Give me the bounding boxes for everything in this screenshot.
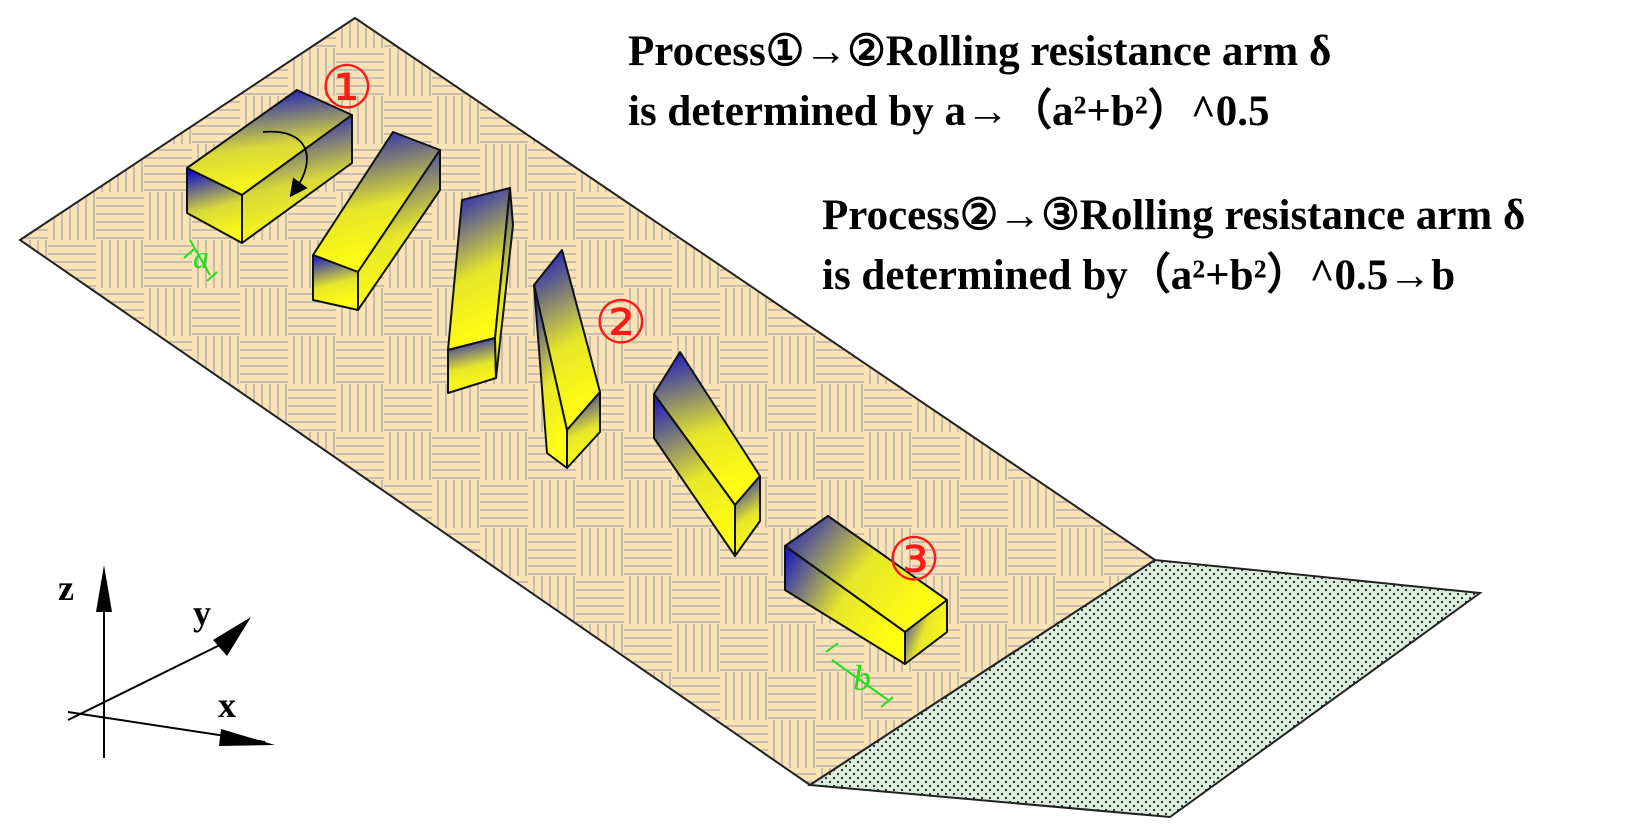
- block-stage-3: [784, 515, 948, 665]
- axis-label-y: y: [193, 593, 211, 633]
- ground-plane: [807, 558, 1483, 819]
- z-axis-arrow-icon: [96, 565, 112, 612]
- y-axis-arrow-icon: [213, 617, 251, 656]
- dimension-a: [183, 239, 218, 282]
- block-stage-2: [533, 249, 601, 469]
- x-axis-arrow-icon: [219, 729, 275, 746]
- stage-marker-3: ③: [887, 527, 941, 593]
- dimension-label-a: a: [193, 239, 209, 275]
- block-tilting-3: [653, 351, 761, 557]
- caption-2-line-1: Process②→③Rolling resistance arm δ: [822, 192, 1526, 239]
- caption-2-line-2: is determined by（a²+b²）^0.5→b: [822, 252, 1456, 299]
- caption-1-line-2: is determined by a→（a²+b²）^0.5: [628, 88, 1270, 135]
- dimension-b: [825, 642, 894, 708]
- stage-marker-2: ②: [594, 290, 648, 356]
- caption-process-1-2: Process①→②Rolling resistance arm δ is de…: [628, 22, 1331, 142]
- y-axis-line: [67, 639, 231, 721]
- block-tilting-2: [447, 187, 514, 394]
- stage-marker-1: ①: [320, 55, 374, 121]
- rotation-arrow: [262, 130, 308, 198]
- caption-1-line-1: Process①→②Rolling resistance arm δ: [628, 28, 1332, 75]
- axis-label-z: z: [58, 568, 74, 608]
- caption-process-2-3: Process②→③Rolling resistance arm δ is de…: [822, 186, 1525, 306]
- block-tilting-1: [312, 131, 441, 311]
- dimension-label-b: b: [853, 658, 871, 698]
- axis-label-x: x: [218, 685, 236, 725]
